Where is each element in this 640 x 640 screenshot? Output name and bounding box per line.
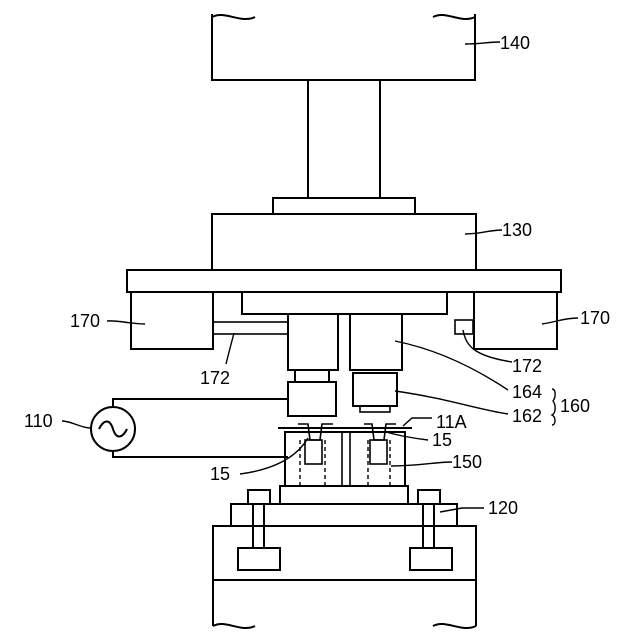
lower-bolt-right [410, 490, 452, 570]
jig-base [280, 486, 408, 504]
power-wire-lower [113, 451, 288, 457]
label-160: 160 [560, 396, 590, 416]
label-15-right: 15 [432, 430, 452, 450]
base-plate [127, 270, 561, 292]
power-wire-upper [113, 399, 288, 407]
label-140: 140 [500, 33, 530, 53]
terminal-right [364, 424, 396, 464]
electrode-164 [350, 314, 402, 370]
upper-plate [273, 198, 415, 214]
label-162: 162 [512, 406, 542, 426]
label-120: 120 [488, 498, 518, 518]
fixture-left [131, 292, 213, 349]
electrode-162 [353, 373, 397, 406]
label-172-right: 172 [512, 356, 542, 376]
mounting-block [242, 292, 447, 314]
press-head [212, 14, 475, 80]
leader-lines [62, 42, 578, 512]
slide-rail-left [213, 322, 288, 334]
label-170-right: 170 [580, 308, 610, 328]
electrode-tip-left [288, 382, 336, 416]
label-172-left: 172 [200, 368, 230, 388]
label-164: 164 [512, 382, 542, 402]
label-150: 150 [452, 452, 482, 472]
label-110: 110 [24, 411, 53, 431]
upper-die-holder [212, 214, 476, 270]
label-15-left: 15 [210, 464, 230, 484]
electrode-neck-left [295, 370, 329, 382]
electrode-holder-left [288, 314, 338, 370]
label-130: 130 [502, 220, 532, 240]
label-170-left: 170 [70, 311, 100, 331]
ac-source-icon [91, 407, 135, 451]
lower-bolt-left [238, 490, 280, 570]
label-11a: 11A [436, 412, 467, 432]
press-ram [308, 80, 380, 198]
fixture-right [474, 292, 557, 349]
